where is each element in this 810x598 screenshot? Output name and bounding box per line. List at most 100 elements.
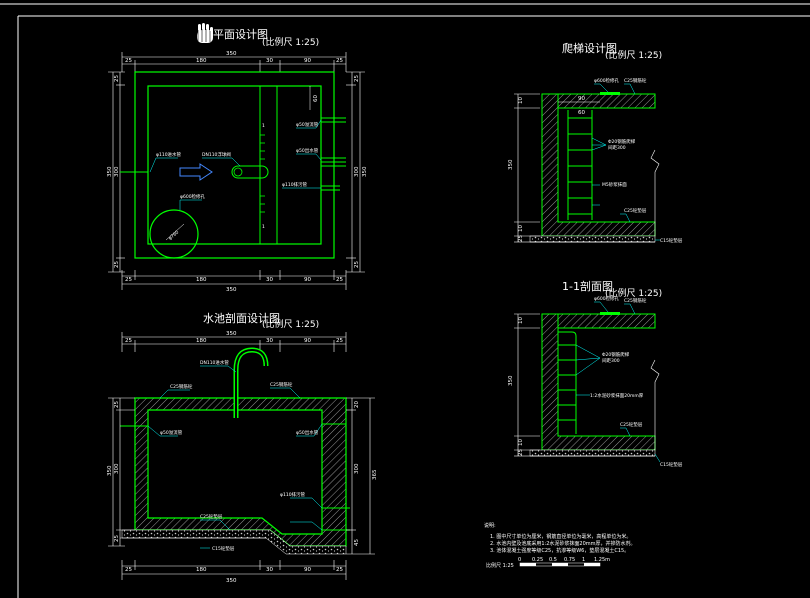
svg-text:180: 180 — [196, 567, 207, 573]
svg-text:C25钢筋砼: C25钢筋砼 — [624, 297, 647, 304]
plan-inner-wall — [147, 85, 322, 245]
svg-text:间距300: 间距300 — [608, 144, 626, 151]
ladder-detail-view: 爬梯设计图 (比例尺 1:25) 10 350 10 25 90 6 — [508, 42, 683, 244]
svg-text:DN110进水管: DN110进水管 — [200, 359, 229, 366]
notes-block: 说明: 1. 图中尺寸单位为厘米，钢筋直径单位为毫米，高程单位为米。 2. 水池… — [484, 522, 636, 569]
svg-text:300: 300 — [114, 463, 120, 474]
svg-text:C15砼垫层: C15砼垫层 — [660, 461, 683, 468]
svg-text:25: 25 — [125, 567, 132, 573]
svg-text:φ600检修孔: φ600检修孔 — [594, 77, 620, 84]
plan-scale: (比例尺 1:25) — [262, 36, 319, 48]
cut-bedding — [529, 449, 656, 457]
plan-float-valve — [231, 165, 269, 179]
svg-text:25: 25 — [336, 338, 343, 344]
scale-bar — [519, 562, 601, 567]
svg-text:25: 25 — [114, 401, 120, 408]
cut-scale: (比例尺 1:25) — [605, 287, 662, 299]
notes-line-2: 2. 水池内壁及池底采用1:2水泥砂浆抹面20mm厚，并掺防水剂。 — [490, 540, 636, 547]
svg-text:25: 25 — [354, 261, 360, 268]
svg-text:30: 30 — [266, 338, 273, 344]
svg-text:C25砼垫层: C25砼垫层 — [620, 421, 643, 428]
svg-text:φ760: φ760 — [167, 229, 180, 241]
svg-text:350: 350 — [107, 166, 113, 177]
plan-manhole — [149, 209, 199, 259]
svg-text:90: 90 — [304, 58, 311, 64]
svg-text:10: 10 — [518, 439, 524, 446]
svg-text:300: 300 — [354, 463, 360, 474]
plan-view: 平面设计图 (比例尺 1:25) 350 25 180 30 90 25 25 … — [107, 23, 368, 293]
svg-text:350: 350 — [107, 465, 113, 476]
svg-text:DN110浮球阀: DN110浮球阀 — [202, 151, 231, 158]
svg-text:C25钢筋砼: C25钢筋砼 — [624, 77, 647, 84]
svg-text:C15砼垫层: C15砼垫层 — [212, 545, 235, 552]
svg-text:25: 25 — [336, 567, 343, 573]
detail-ladder — [567, 110, 593, 220]
section-title: 水池剖面设计图 — [203, 311, 280, 325]
notes-line-1: 1. 图中尺寸单位为厘米，钢筋直径单位为毫米，高程单位为米。 — [490, 533, 631, 540]
svg-text:1.25m: 1.25m — [594, 557, 610, 563]
svg-text:φ600检修孔: φ600检修孔 — [594, 295, 620, 302]
detail-title: 爬梯设计图 — [562, 42, 617, 55]
notes-line-3: 3. 池体混凝土强度等级C25，抗渗等级W6，垫层混凝土C15。 — [490, 547, 629, 554]
svg-text:10: 10 — [518, 97, 524, 104]
svg-text:90: 90 — [304, 277, 311, 283]
svg-text:25: 25 — [114, 261, 120, 268]
svg-text:φ50出水管: φ50出水管 — [296, 429, 319, 436]
svg-text:350: 350 — [226, 578, 237, 584]
svg-text:350: 350 — [508, 375, 514, 386]
notes-heading: 说明: — [484, 522, 496, 529]
svg-text:365: 365 — [372, 469, 378, 480]
svg-text:Φ20钢筋爬梯: Φ20钢筋爬梯 — [608, 138, 636, 145]
svg-text:25: 25 — [125, 338, 132, 344]
svg-text:C25砼垫层: C25砼垫层 — [624, 207, 647, 214]
svg-text:Φ20钢筋爬梯: Φ20钢筋爬梯 — [602, 351, 630, 358]
svg-text:180: 180 — [196, 277, 207, 283]
svg-text:0: 0 — [518, 557, 521, 563]
plan-dim-top-total: 350 — [226, 51, 237, 57]
svg-text:10: 10 — [518, 317, 524, 324]
cut-wall — [541, 313, 656, 451]
svg-text:M5砂浆抹面: M5砂浆抹面 — [602, 181, 627, 188]
svg-text:C15砼垫层: C15砼垫层 — [660, 237, 683, 244]
svg-text:25: 25 — [114, 535, 120, 542]
svg-text:20: 20 — [354, 401, 360, 408]
svg-text:90: 90 — [304, 567, 311, 573]
svg-text:300: 300 — [114, 166, 120, 177]
svg-text:180: 180 — [196, 58, 207, 64]
svg-text:180: 180 — [196, 338, 207, 344]
svg-text:25: 25 — [354, 75, 360, 82]
svg-text:30: 30 — [266, 58, 273, 64]
svg-text:350: 350 — [508, 159, 514, 170]
detail-bedding — [529, 235, 656, 243]
svg-text:φ600检修孔: φ600检修孔 — [180, 193, 206, 200]
tank-section-view: 水池剖面设计图 (比例尺 1:25) 350 25 180 30 90 25 — [107, 311, 378, 584]
svg-text:0.25: 0.25 — [532, 557, 543, 563]
svg-text:φ110进水管: φ110进水管 — [156, 151, 182, 158]
svg-text:350: 350 — [226, 331, 237, 337]
svg-text:1: 1 — [262, 224, 265, 230]
svg-text:1: 1 — [262, 123, 265, 129]
svg-text:45: 45 — [354, 539, 360, 546]
svg-text:25: 25 — [518, 235, 524, 242]
svg-text:C25砼垫层: C25砼垫层 — [200, 513, 223, 520]
svg-text:1:2水泥砂浆抹面20mm厚: 1:2水泥砂浆抹面20mm厚 — [590, 392, 644, 399]
svg-text:φ50溢流管: φ50溢流管 — [160, 429, 183, 436]
svg-text:30: 30 — [266, 277, 273, 283]
svg-text:90: 90 — [304, 338, 311, 344]
svg-text:60: 60 — [313, 95, 319, 102]
svg-text:350: 350 — [362, 166, 368, 177]
cut-title: 1-1剖面图 — [562, 279, 613, 293]
plan-title: 平面设计图 — [213, 28, 268, 41]
scale-bar-label: 比例尺 1:25 — [486, 562, 514, 569]
svg-text:300: 300 — [354, 166, 360, 177]
svg-text:25: 25 — [114, 75, 120, 82]
svg-text:φ50溢流管: φ50溢流管 — [296, 121, 319, 128]
svg-text:25: 25 — [518, 449, 524, 456]
svg-text:间距300: 间距300 — [602, 357, 620, 364]
svg-text:1: 1 — [582, 557, 585, 563]
svg-text:25: 25 — [125, 58, 132, 64]
pan-hand-icon[interactable] — [197, 23, 213, 43]
svg-text:25: 25 — [336, 277, 343, 283]
